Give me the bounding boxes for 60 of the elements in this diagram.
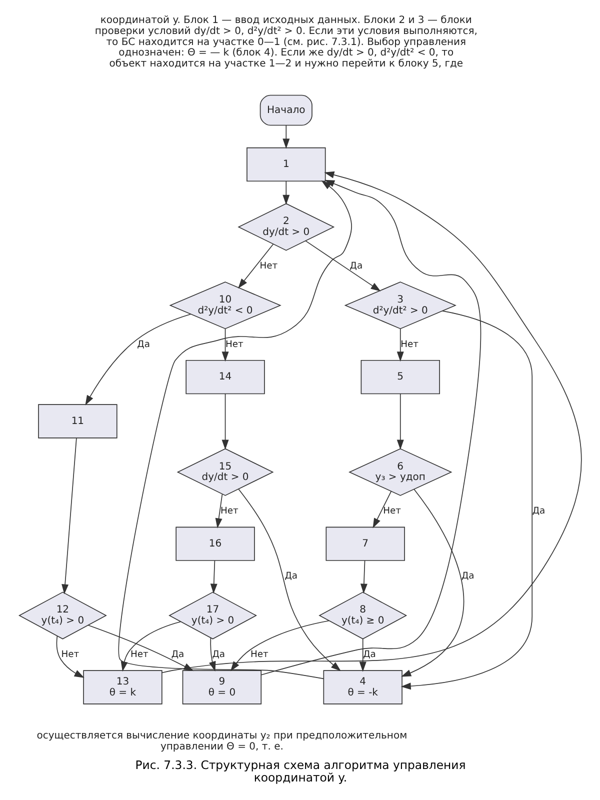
arrow	[358, 638, 366, 672]
node-box: Начало	[259, 94, 312, 126]
node-box: 9 θ = 0	[182, 670, 262, 704]
arrow	[210, 560, 217, 594]
node-box: 7	[325, 526, 404, 561]
node-box: 5	[360, 360, 440, 394]
node-diamond: 2 dy/dt > 0	[237, 203, 334, 251]
arrow	[396, 394, 404, 450]
node-box: 14	[185, 360, 264, 394]
edge-label: Да	[349, 260, 362, 272]
edge-label: Да	[136, 338, 150, 350]
arrow	[360, 560, 367, 594]
arrow	[372, 490, 392, 528]
edge-label: Нет	[130, 649, 148, 660]
arrow	[260, 180, 481, 676]
node-box: 13 θ = k	[82, 670, 162, 704]
arrow	[221, 328, 228, 362]
node-diamond: 15 dy/dt > 0	[176, 448, 274, 496]
edge-label: Да	[212, 649, 224, 660]
arrow	[118, 180, 352, 680]
edge-label: Да	[284, 570, 298, 582]
edge-label: Нет	[250, 649, 268, 660]
caption: Рис. 7.3.3. Структурная схема алгоритма управления координатой y.	[134, 758, 466, 785]
arrow	[230, 620, 329, 672]
arrow	[400, 488, 464, 677]
edge-label: Нет	[382, 506, 400, 517]
node-diamond: 17 y(t₄) > 0	[168, 592, 257, 640]
edge-label: Да	[362, 649, 376, 660]
edge-label: Нет	[225, 338, 243, 350]
arrow	[221, 394, 228, 450]
node-box: 11	[38, 404, 117, 438]
arrow	[400, 310, 532, 690]
node-diamond: 6 y₃ > yдоп	[348, 448, 452, 496]
arrow	[214, 494, 222, 528]
label: координатой y. Блок 1 — ввод исходных данных. Блоки 2 и 3 — блоки проверки условий dy/dt > 0, d²y/dt² > 0. Если эти условия выполняются, то БС находится на участке 0—1 (см. рис. 7.3.1). Выбор управления однозначен: Θ = — k (блок 4). Если же dy/dt > 0, d²y/dt² < 0, то объект находится на участке 1—2 и нужно перейти к блоку 5, где	[94, 15, 477, 70]
node-diamond: 10 d²y/dt² < 0	[168, 282, 281, 330]
arrow	[238, 244, 274, 288]
edge-label: Нет	[220, 506, 238, 517]
node-box: 4 θ = -k	[322, 670, 402, 704]
node-diamond: 8 y(t₄) ≥ 0	[318, 592, 407, 640]
node-diamond: 12 y(t₄) > 0	[18, 592, 106, 640]
edge-label: Нет	[60, 649, 79, 660]
edge-label: Нет	[400, 338, 418, 350]
node-box: 1	[246, 147, 326, 182]
arrow	[282, 125, 290, 149]
arrow	[208, 637, 216, 672]
arrow	[304, 240, 380, 292]
arrow	[56, 636, 84, 678]
node-box: 16	[175, 526, 254, 561]
edge-label: Да	[532, 506, 545, 517]
arrow	[282, 180, 290, 205]
edge-label: Нет	[259, 260, 278, 272]
edge-label: Да	[170, 649, 184, 660]
arrow	[120, 621, 180, 672]
arrow	[84, 314, 191, 406]
edge-label: Да	[461, 570, 474, 582]
label: осуществляется вычисление координаты y₂ при предположительном управлении Θ = 0, т. е.	[36, 730, 407, 752]
arrow	[61, 438, 76, 594]
arrow	[238, 488, 340, 672]
arrow	[396, 328, 404, 362]
